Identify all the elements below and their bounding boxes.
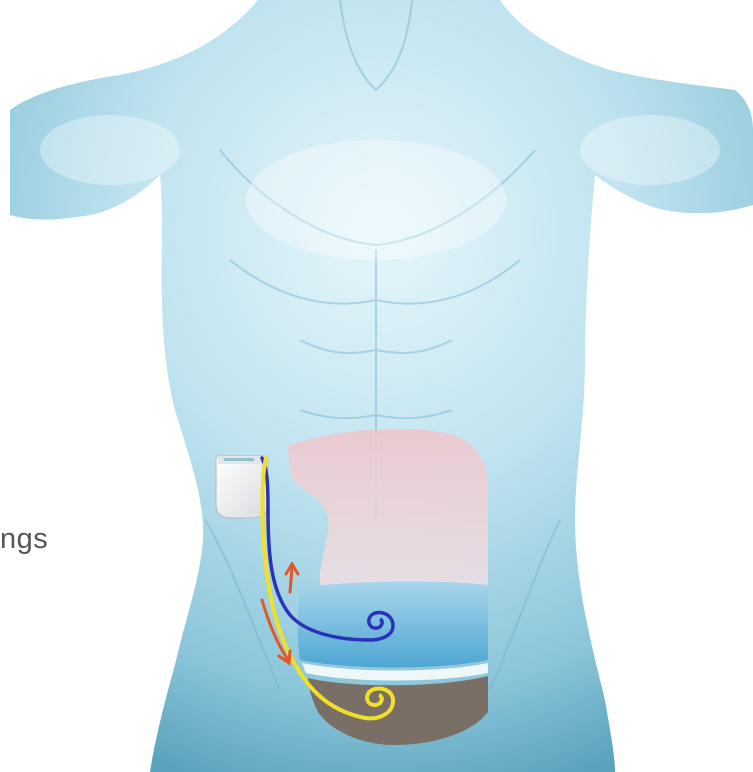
- implant-device-icon: [216, 456, 268, 518]
- cropped-label-fragment: ngs: [0, 523, 48, 556]
